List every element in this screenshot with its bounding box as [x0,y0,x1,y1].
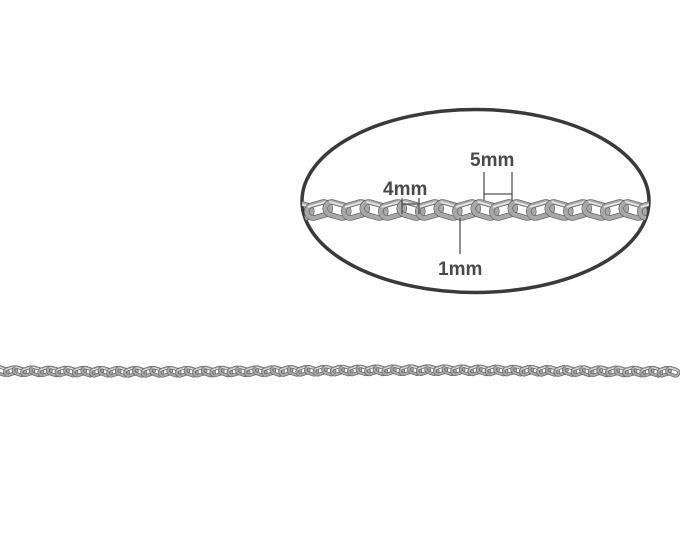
chain-link [123,366,139,378]
zoom-chain-link [563,199,592,221]
zoom-chain [302,199,649,221]
chain-link [605,365,621,378]
chain-link [252,365,268,377]
chain-link [114,366,130,378]
chain-link [132,366,148,378]
chain-link [519,364,535,377]
zoom-chain-link [452,199,481,221]
chain-link [166,365,182,378]
dimension-5mm [483,172,513,200]
label-4mm: 4mm [383,179,427,200]
chain-link [372,364,388,377]
chain-link [54,365,70,378]
zoom-chain-link [489,199,518,221]
chain-link [587,365,603,378]
zoom-chain-link [618,199,648,221]
zoom-chain-link [378,199,407,221]
label-5mm: 5mm [470,150,514,171]
zoom-chain-link [581,199,611,221]
chain-link [235,365,251,378]
zoom-chain-link [433,199,463,221]
chain-link [527,364,543,377]
zoom-chain-link [637,199,649,221]
chain-link [71,365,87,378]
zoom-chain-link [341,199,370,221]
main-chain [0,364,680,378]
chain-link [278,365,294,377]
zoom-detail: 5mm 4mm 1mm [300,107,651,295]
zoom-chain-link [322,199,352,221]
zoom-chain-link [600,199,629,221]
chain-link [3,365,19,377]
chain-link [553,365,569,377]
chain-link [510,364,526,377]
chain-link [501,364,517,377]
chain-link [37,365,53,378]
chain-link [390,364,406,376]
chain-link [570,365,586,377]
chain-link [639,365,655,378]
zoom-chain-link [526,199,555,221]
chain-link [295,365,311,377]
zoom-chain-link [304,199,333,221]
chain-link [261,365,277,377]
chain-link [596,365,612,378]
chain-link [80,365,96,378]
chain-link [484,364,500,377]
chain-link [656,365,672,378]
chain-link [622,365,638,378]
chain-link [630,365,646,378]
chain-link [226,365,242,378]
chain-link [364,364,380,377]
chain-link [467,364,483,377]
chain-link [269,365,285,377]
zoom-chain-link [415,199,444,221]
chain-link [355,364,371,377]
chain-link [243,365,259,378]
chain-link [20,365,36,378]
dimension-4mm [401,198,420,214]
chain-link [192,365,208,378]
chain-link [665,365,680,378]
chain-link [613,365,629,378]
chain-link [562,365,578,377]
label-1mm: 1mm [438,259,482,280]
chain-link [175,365,191,378]
chain-link [140,366,156,378]
chain-link [536,365,552,377]
